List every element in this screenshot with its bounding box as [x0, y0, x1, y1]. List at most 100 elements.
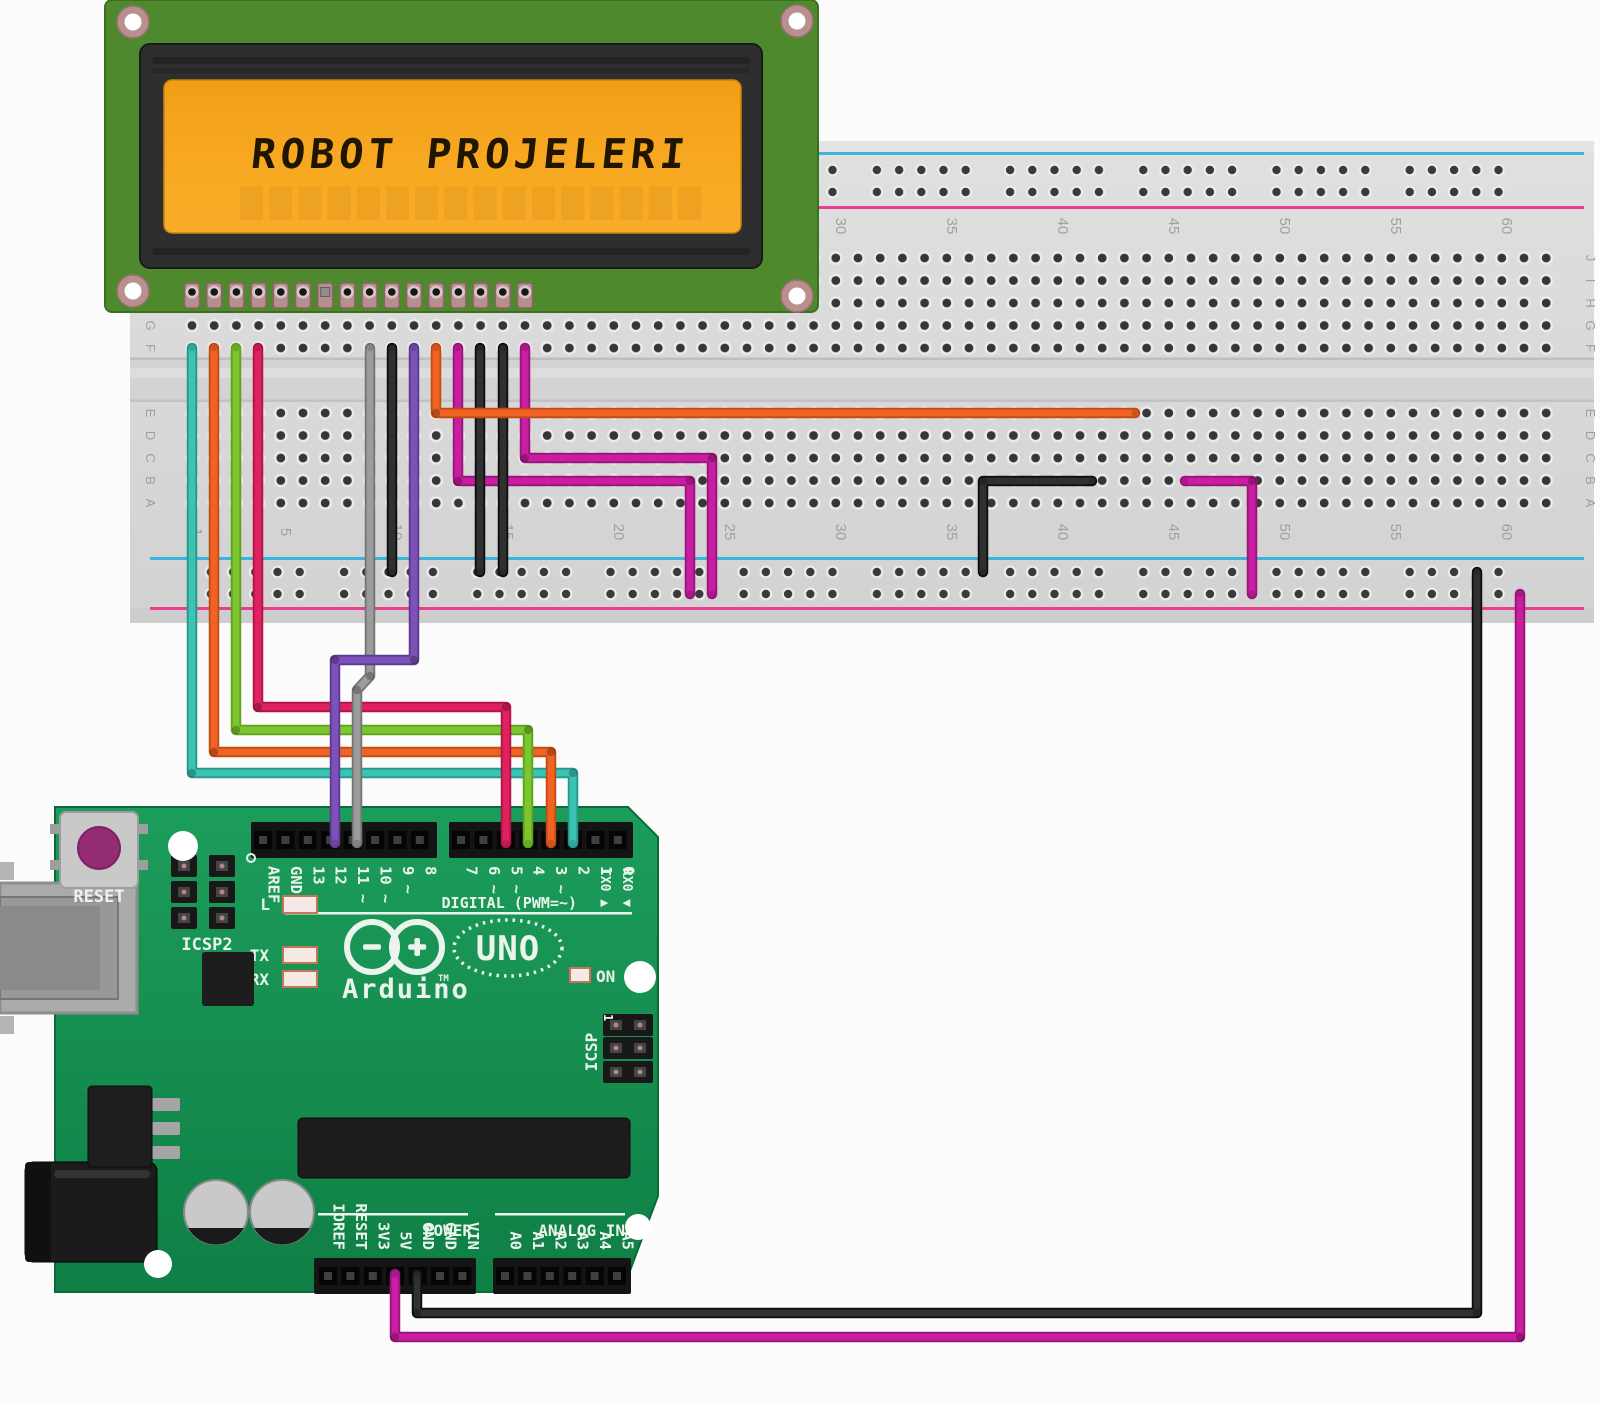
capacitor: [249, 1179, 315, 1245]
wire-lcd12-rowE[interactable]: [430, 342, 1141, 419]
digital-caption: DIGITAL (PWM=~): [442, 894, 577, 912]
wire-lcd10-gnd[interactable]: [386, 342, 398, 578]
lcd-pin-pad[interactable]: [383, 282, 401, 309]
wire-jumper-gnd[interactable]: [977, 475, 1098, 578]
lcd-ghost-cell: [415, 186, 439, 220]
wire-lcd1-d2[interactable]: [186, 342, 579, 849]
analog-caption: ANALOG IN: [538, 1221, 625, 1240]
lcd-pin-pad[interactable]: [450, 282, 467, 309]
lcd-display-text: ROBOT PROJELERI: [249, 130, 692, 178]
arduino-tm: TM: [438, 974, 449, 984]
lcd-ghost-cell: [386, 186, 409, 220]
bb-row-letter: D: [143, 431, 158, 440]
wire-lcd9-d11[interactable]: [351, 342, 376, 849]
lcd-module[interactable]: ROBOT PROJELERI: [104, 0, 819, 313]
lcd-pin-pad[interactable]: [250, 282, 267, 309]
chip-small: [202, 952, 254, 1006]
icsp-label: ICSP: [582, 1033, 601, 1072]
bottom-rail-blue-line: [150, 557, 1584, 560]
lcd-pin-pad[interactable]: [228, 282, 245, 309]
lcd-pin-pad[interactable]: [405, 282, 423, 309]
wire-uno-gnd-rail[interactable]: [411, 566, 1483, 1319]
bb-column-number: 40: [1054, 524, 1071, 541]
lcd-hole: [124, 282, 142, 300]
lcd-pin-pad[interactable]: [316, 282, 334, 309]
pin-label-2: 2: [575, 866, 593, 875]
pin-label-A1: A1: [529, 1231, 547, 1250]
voltage-regulator: [87, 1085, 180, 1168]
wire-lcd16-vcc[interactable]: [519, 342, 718, 600]
wire-lcd4-d5[interactable]: [252, 342, 512, 849]
lcd-ghost-cell: [444, 186, 468, 220]
lcd-pin-pad[interactable]: [272, 282, 290, 309]
lcd-pin-pad[interactable]: [339, 282, 356, 309]
lcd-ghost-cell: [269, 186, 293, 220]
pin-label-AREF: AREF: [265, 866, 283, 903]
bb-column-number: 45: [1165, 218, 1182, 235]
power-separator-line: [318, 1213, 468, 1216]
lcd-pin-pads[interactable]: [183, 282, 534, 309]
lcd-pin-pad[interactable]: [361, 282, 378, 309]
wire-lcd11-d12[interactable]: [329, 342, 420, 849]
power-caption: POWER: [424, 1221, 473, 1240]
analog-separator-line: [495, 1213, 625, 1216]
bb-row-letter: D: [1583, 431, 1598, 440]
wire-lcd2-d3[interactable]: [208, 342, 557, 849]
pin-label-A4: A4: [596, 1231, 614, 1250]
bb-row-letter: I: [1583, 279, 1598, 283]
lcd-ghost-cell: [678, 186, 701, 220]
lcd-pin-pad[interactable]: [427, 282, 445, 309]
bb-column-number: 30: [832, 524, 849, 541]
pin-label-IOREF: IOREF: [330, 1203, 348, 1250]
lcd-pin-pad[interactable]: [472, 282, 489, 309]
pin-label-0: 0: [619, 866, 637, 875]
bb-row-letter: F: [143, 344, 158, 352]
arduino-brand: Arduino: [342, 974, 470, 1005]
led-rx: [282, 970, 318, 988]
lcd-ghost-cell: [590, 186, 614, 220]
pin-label-5V: 5V: [397, 1231, 415, 1250]
bb-column-number: 25: [721, 524, 738, 541]
lcd-hole: [788, 287, 806, 305]
pin-label-13: 13: [309, 866, 327, 885]
wire-uno-5v-rail[interactable]: [389, 588, 1526, 1343]
usb-connector: [0, 862, 139, 1034]
bb-row-letter: A: [143, 499, 158, 508]
lcd-pin-pad[interactable]: [205, 282, 223, 309]
wire-lcd14-gnd[interactable]: [474, 342, 486, 578]
lcd-ghost-cell: [561, 186, 585, 220]
bb-column-number: 60: [1498, 218, 1515, 235]
uno-oval: [452, 918, 564, 978]
pin-label-3: 3 ~: [552, 866, 570, 894]
lcd-ghost-cell: [502, 186, 526, 220]
lcd-pin-pad[interactable]: [294, 282, 312, 309]
wire-jumper-vcc[interactable]: [1179, 475, 1258, 600]
top-rail-red-line: [150, 206, 1584, 209]
bb-row-letter: E: [1583, 409, 1598, 418]
led-l: [282, 895, 318, 914]
icsp-header[interactable]: [603, 1014, 653, 1083]
lcd-ghost-cell: [298, 186, 322, 220]
lcd-ghost-row: [240, 186, 701, 220]
power-jack: [24, 1161, 158, 1263]
rx0-label: RX0 ▼: [619, 868, 634, 907]
icsp2-header[interactable]: [171, 855, 235, 929]
lcd-ghost-cell: [648, 186, 672, 220]
bb-column-number: 20: [610, 524, 627, 541]
pin-label-GND: GND: [419, 1222, 437, 1250]
lcd-pin-pad[interactable]: [494, 282, 512, 309]
bb-row-letter: G: [143, 320, 158, 330]
bb-row-letter: C: [1583, 453, 1598, 462]
bb-row-letter: G: [1583, 320, 1598, 330]
wire-lcd3-d4[interactable]: [230, 342, 534, 849]
bb-column-number: 35: [943, 218, 960, 235]
lcd-screen: [163, 79, 742, 234]
led-on-label: ON: [596, 967, 615, 986]
lcd-pin-pad[interactable]: [516, 282, 534, 309]
reset-button[interactable]: [50, 811, 148, 889]
lcd-pin-pad[interactable]: [183, 282, 201, 309]
arduino-mounting-holes: [144, 831, 656, 1278]
wire-lcd15-gnd[interactable]: [497, 342, 509, 578]
